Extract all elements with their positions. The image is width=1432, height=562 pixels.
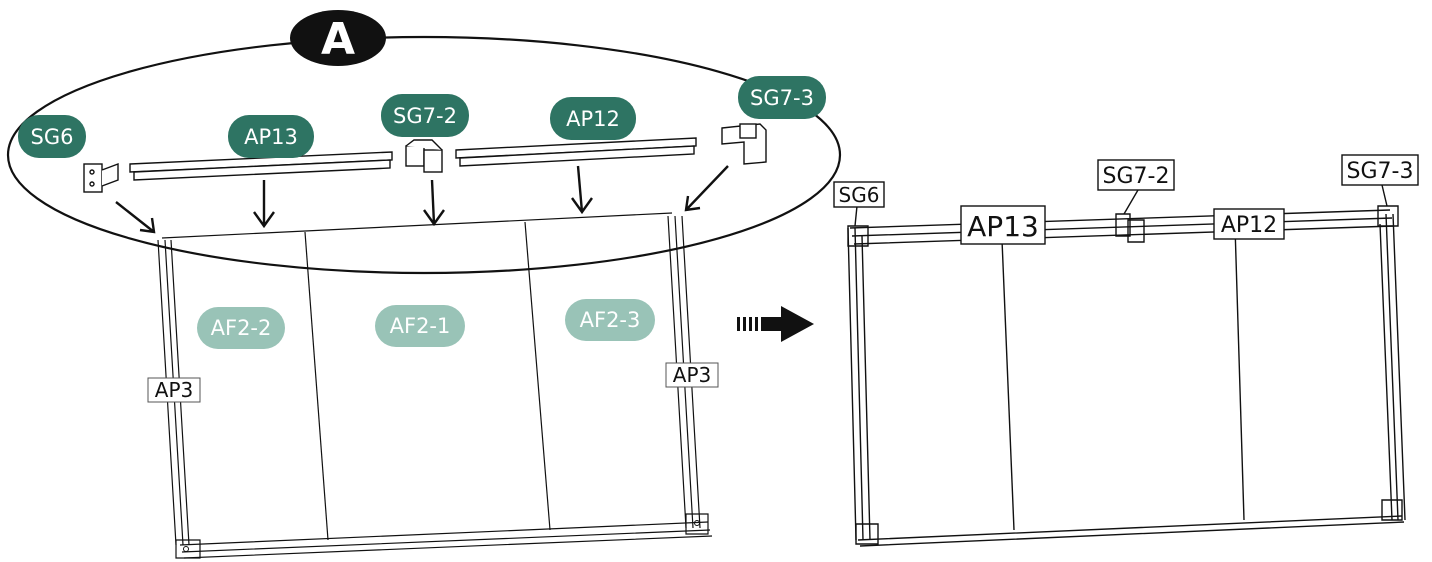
badge-ap13-label: AP13 [244,125,298,149]
result-label-sg7-2: SG7-2 [1097,159,1175,191]
callout-arrows [115,165,729,234]
ap3-right-text: AP3 [673,363,711,387]
ap12-rail-drawing [455,137,697,167]
step-badge-label: A [321,14,355,65]
ap3-right-label: AP3 [665,362,719,388]
badge-af2-1: AF2-1 [375,305,465,347]
badge-af2-1-label: AF2-1 [390,314,451,338]
step-badge: A [290,10,386,66]
ap13-rail-drawing [129,151,393,181]
badge-ap13: AP13 [228,115,314,158]
callout-ellipse [6,35,842,275]
sg6-bracket-drawing [83,162,119,193]
sg7-2-connector-drawing [405,139,443,173]
badge-sg7-3-label: SG7-3 [750,86,814,110]
result-label-ap13-text: AP13 [967,210,1039,243]
left-frame-assembly [157,212,713,559]
result-label-sg7-2-text: SG7-2 [1103,164,1170,189]
result-label-ap13: AP13 [960,205,1046,245]
ap3-left-text: AP3 [155,378,193,402]
result-label-sg7-3: SG7-3 [1341,154,1419,186]
badge-sg6: SG6 [18,115,86,158]
result-label-sg6-text: SG6 [839,183,880,207]
result-label-sg7-3-text: SG7-3 [1347,159,1414,184]
badge-sg7-3: SG7-3 [738,76,826,119]
sg7-3-corner-drawing [721,123,767,165]
callout-part-badges: SG6 AP13 SG7-2 AP12 SG7-3 [18,76,826,158]
badge-sg7-2: SG7-2 [381,94,469,137]
dashed-right-arrow-icon [737,306,814,342]
result-label-sg6: SG6 [833,181,885,208]
badge-sg7-2-label: SG7-2 [393,104,457,128]
badge-af2-3-label: AF2-3 [580,308,641,332]
badge-af2-2-label: AF2-2 [211,316,272,340]
badge-ap12: AP12 [550,97,636,140]
callout-parts-drawings [83,123,767,193]
result-label-ap12: AP12 [1213,208,1285,240]
badge-af2-2: AF2-2 [197,307,285,349]
ap3-left-label: AP3 [147,377,201,403]
right-frame-assembly [847,184,1406,547]
result-label-ap12-text: AP12 [1221,213,1277,238]
badge-ap12-label: AP12 [566,107,620,131]
badge-sg6-label: SG6 [31,125,74,149]
panel-badges: AF2-2 AF2-1 AF2-3 [197,299,655,349]
badge-af2-3: AF2-3 [565,299,655,341]
